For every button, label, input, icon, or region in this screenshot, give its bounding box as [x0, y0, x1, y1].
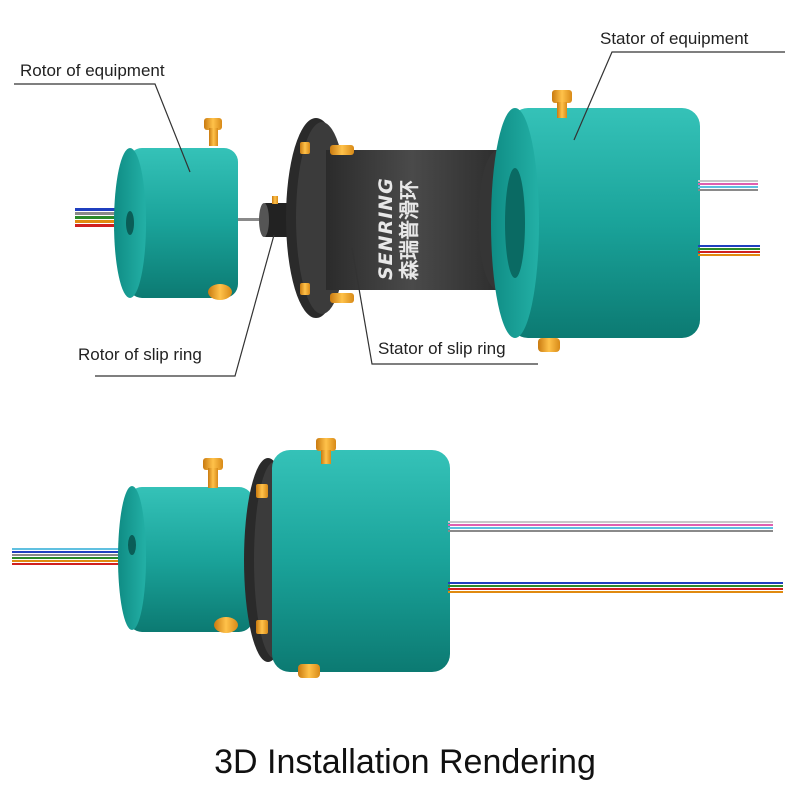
- assembled-rotor-of-equipment: [128, 487, 253, 632]
- label-rotor-of-slip-ring: Rotor of slip ring: [78, 345, 202, 364]
- bolt-icon: [316, 438, 336, 464]
- bolt-icon: [208, 284, 232, 300]
- rotor-bore: [128, 535, 136, 555]
- right-wire-bundle-bottom: [448, 521, 783, 593]
- bolt-icon: [330, 293, 354, 303]
- bolt-icon: [204, 118, 222, 146]
- bolt-icon: [538, 338, 560, 352]
- stator-of-equipment-part: [491, 90, 700, 352]
- leader-line: [14, 83, 191, 173]
- bolt-icon: [300, 283, 310, 295]
- leader-line: [351, 247, 538, 365]
- rotor-face: [118, 486, 146, 630]
- brand-name: SENRING: [375, 177, 397, 280]
- leader-line: [573, 51, 785, 141]
- bolt-icon: [214, 617, 238, 633]
- label-stator-of-equipment: Stator of equipment: [600, 29, 749, 48]
- bolt-icon: [256, 484, 268, 498]
- bolt-icon: [330, 145, 354, 155]
- bolt-icon: [203, 458, 223, 488]
- rotor-of-equipment-part: [114, 118, 238, 300]
- label-stator-of-slip-ring: Stator of slip ring: [378, 339, 506, 358]
- bolt-icon: [300, 142, 310, 154]
- right-wire-bundle-top: [698, 180, 760, 256]
- bolt-icon: [256, 620, 268, 634]
- leader-line: [95, 234, 275, 377]
- assembled-view: [12, 438, 783, 678]
- caption: 3D Installation Rendering: [214, 743, 596, 781]
- left-wire-bundle-bottom: [12, 548, 142, 565]
- slip-ring-stator-part: SENRING 森瑞普滑环: [286, 118, 518, 318]
- bolt-icon: [298, 664, 320, 678]
- brand-chinese: 森瑞普滑环: [397, 180, 421, 280]
- wire-segment: [238, 218, 268, 221]
- label-rotor-of-equipment: Rotor of equipment: [20, 61, 165, 80]
- assembled-stator-of-equipment: [272, 450, 450, 672]
- left-wire-bundle-top: [75, 208, 135, 227]
- bolt-icon: [552, 90, 572, 118]
- exploded-view: SENRING 森瑞普滑环: [14, 29, 785, 377]
